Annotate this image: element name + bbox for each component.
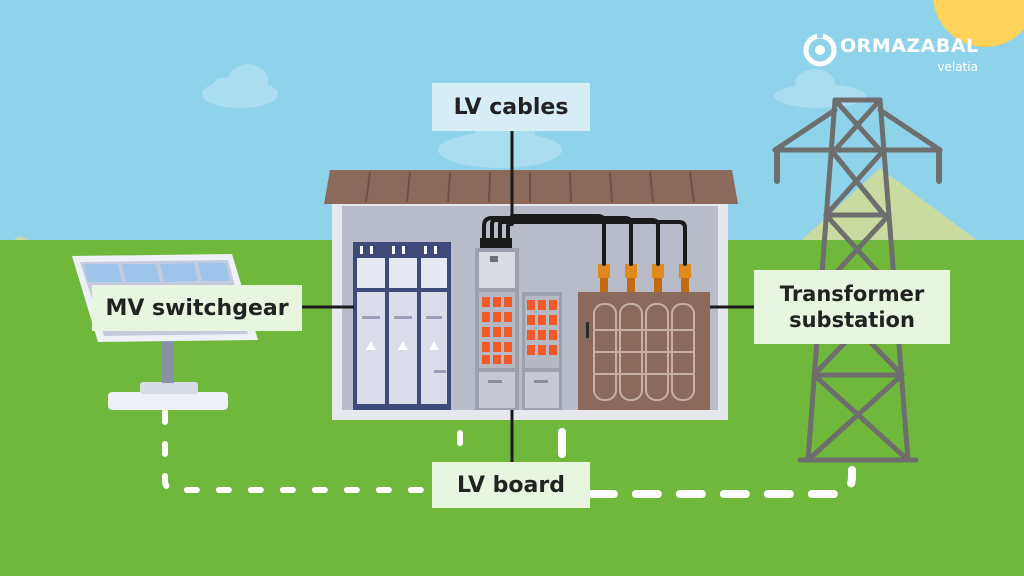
lv-cable-bundle [482, 214, 687, 266]
tower-insulators [774, 150, 942, 184]
brand-name: ORMAZABAL [840, 35, 979, 57]
brand-logo-icon [803, 28, 837, 67]
brand-logo: ORMAZABAL velatia [802, 33, 992, 83]
lv-cable-connectors [480, 238, 512, 248]
sun-icon [933, 0, 1024, 47]
label-transformer-substation: Transformer substation [754, 270, 950, 344]
label-lv-board: LV board [432, 462, 590, 508]
transformer-unit [578, 264, 710, 410]
hill-right [780, 168, 1024, 262]
mv-switchgear-cabinet [353, 242, 451, 410]
label-lv-cables: LV cables [432, 83, 590, 131]
label-transformer-line2: substation [789, 308, 915, 332]
brand-subtitle: velatia [937, 60, 978, 74]
lv-board-cabinet [475, 248, 562, 410]
cloud-icon [202, 64, 278, 108]
ground-cable-solar [162, 409, 463, 493]
label-mv-switchgear: MV switchgear [92, 285, 302, 331]
label-transformer-line1: Transformer [779, 281, 925, 306]
callout-lines [302, 131, 754, 462]
